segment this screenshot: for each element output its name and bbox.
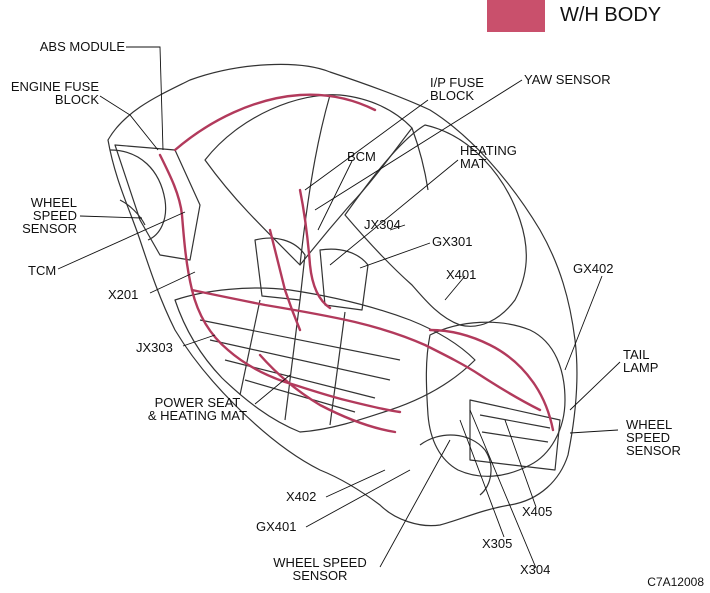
body-outline [107,63,578,527]
legend-swatch [487,0,545,32]
harness-pillar-run [268,228,302,332]
label-x201: X201 [108,287,139,302]
legend-label: W/H BODY [560,4,662,26]
label-gx402: GX402 [573,261,614,276]
label-jx303: JX303 [136,340,173,355]
label-jx304: JX304 [364,217,401,232]
label-wheel-speed-sensor-front: WHEEL SPEED SENSOR [22,195,77,236]
label-heating-mat: HEATING MAT [460,143,517,171]
harness-lower-run [258,353,397,434]
label-wheel-speed-sensor-rear: WHEEL SPEED SENSOR [626,417,681,458]
harness-front-run [158,153,402,414]
label-power-seat-heating-mat: POWER SEAT & HEATING MAT [147,395,248,423]
harness-roof-run [173,93,377,152]
harness-cross-run [190,288,542,412]
label-gx301: GX301 [432,234,473,249]
label-x401: X401 [446,267,477,282]
label-engine-fuse-block: ENGINE FUSE BLOCK [10,79,99,107]
label-wheel-speed-sensor-bottom: WHEEL SPEED SENSOR [273,555,367,583]
harness-bcm-run [298,188,332,310]
label-gx401: GX401 [256,519,297,534]
label-x405: X405 [522,504,553,519]
label-tail-lamp: TAIL LAMP [623,347,659,375]
label-x402: X402 [286,489,317,504]
figure-code: C7A12008 [647,575,704,589]
harness-rear-run [428,328,555,432]
body-harness [158,93,555,434]
label-x305: X305 [482,536,513,551]
label-tcm: TCM [28,263,57,278]
label-bcm: BCM [347,149,376,164]
label-abs-module: ABS MODULE [39,39,125,54]
label-ip-fuse-block: I/P FUSE BLOCK [430,75,484,103]
leader-lines [57,46,621,569]
label-x304: X304 [520,562,551,577]
label-yaw-sensor: YAW SENSOR [524,72,611,87]
